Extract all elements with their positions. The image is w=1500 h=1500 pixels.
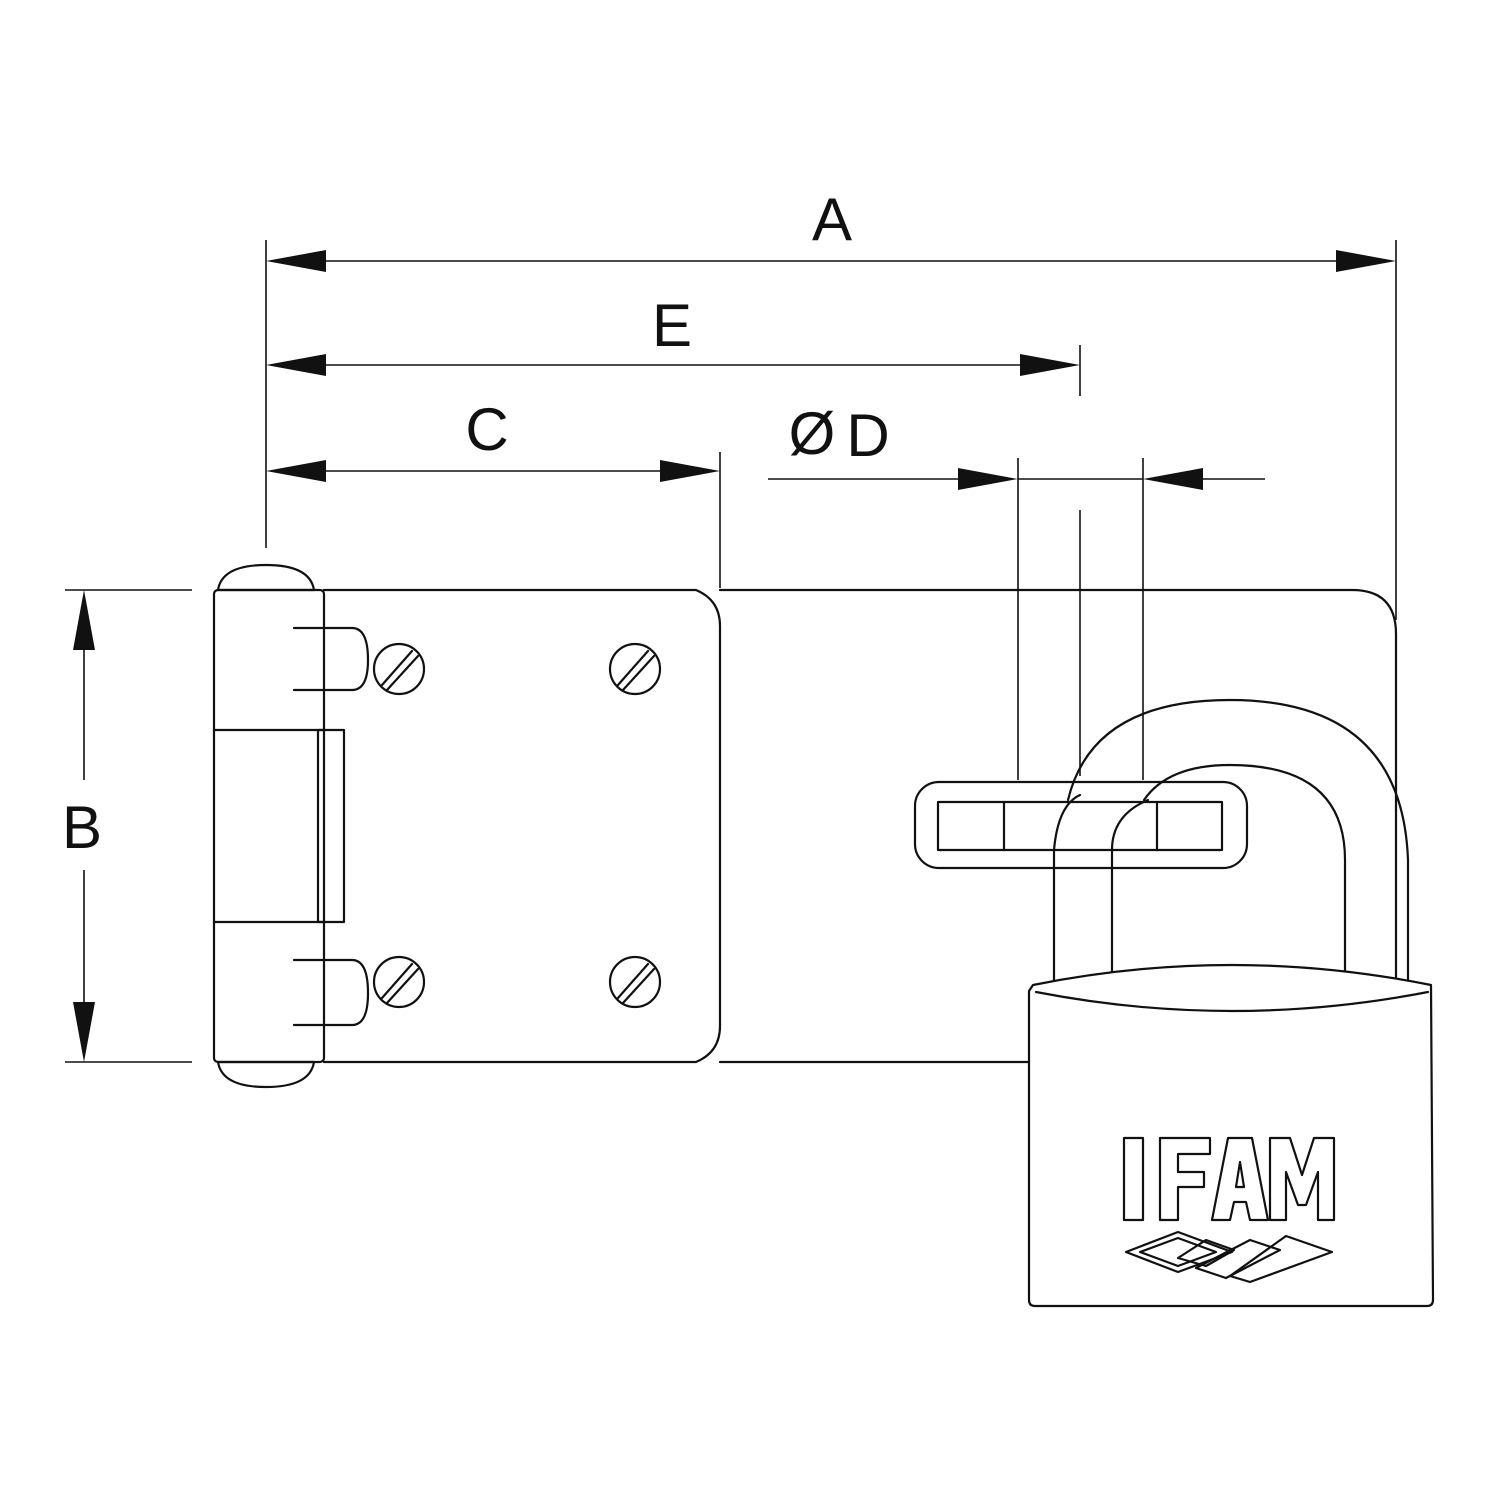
- arrowhead-icon: [266, 250, 326, 272]
- arrowhead-icon: [1020, 354, 1080, 376]
- dimension-d: Ø D: [768, 400, 1265, 780]
- dimension-b-label: B: [62, 794, 102, 861]
- hasp-base-plate: [322, 588, 722, 1064]
- dimension-a-label: A: [812, 186, 852, 253]
- screw-slot-icon: [616, 649, 650, 687]
- hinge-leaf-top: [292, 626, 370, 692]
- arrowhead-icon: [660, 460, 720, 482]
- dimension-e: E: [266, 292, 1081, 396]
- padlock-shackle: [1052, 698, 1410, 987]
- arrowhead-icon: [1336, 250, 1396, 272]
- hinge-top-cap: [216, 563, 316, 592]
- screw-bottom-right: [608, 955, 662, 1009]
- arrowhead-icon: [1143, 468, 1203, 490]
- arrowhead-icon: [266, 460, 326, 482]
- screw-top-right: [608, 642, 662, 696]
- hinge-barrel: [212, 588, 326, 1064]
- ifam-brand-logo-icon: [1124, 1230, 1334, 1284]
- arrowhead-icon: [958, 468, 1018, 490]
- hinge-knuckle: [316, 728, 346, 924]
- ifam-logo-lettering: [1122, 1136, 1336, 1222]
- dimension-b: B: [62, 589, 192, 1063]
- arrowhead-icon: [73, 590, 95, 650]
- arrowhead-icon: [266, 354, 326, 376]
- dimension-e-label: E: [652, 292, 692, 359]
- screw-slot-icon: [616, 962, 650, 1000]
- dimension-d-label: D: [846, 402, 889, 469]
- screw-top-left: [372, 642, 426, 696]
- hasp-strap: [718, 588, 1398, 1064]
- padlock-body: [1027, 963, 1435, 1308]
- diameter-symbol: Ø: [789, 400, 836, 467]
- arrowhead-icon: [73, 1002, 95, 1062]
- hinge-bottom-cap: [216, 1060, 316, 1089]
- hinge: [212, 563, 370, 1089]
- staple-outer: [913, 780, 1249, 870]
- screw-bottom-left: [372, 955, 426, 1009]
- dimension-a: A: [265, 186, 1397, 620]
- hasp-staple: [913, 780, 1249, 870]
- staple-slot: [936, 800, 1224, 852]
- screw-slot-icon: [380, 649, 414, 687]
- hinge-leaf-bottom: [292, 958, 370, 1027]
- screw-slot-icon: [380, 962, 414, 1000]
- dimension-c: C: [266, 396, 721, 588]
- dimension-c-label: C: [465, 396, 508, 463]
